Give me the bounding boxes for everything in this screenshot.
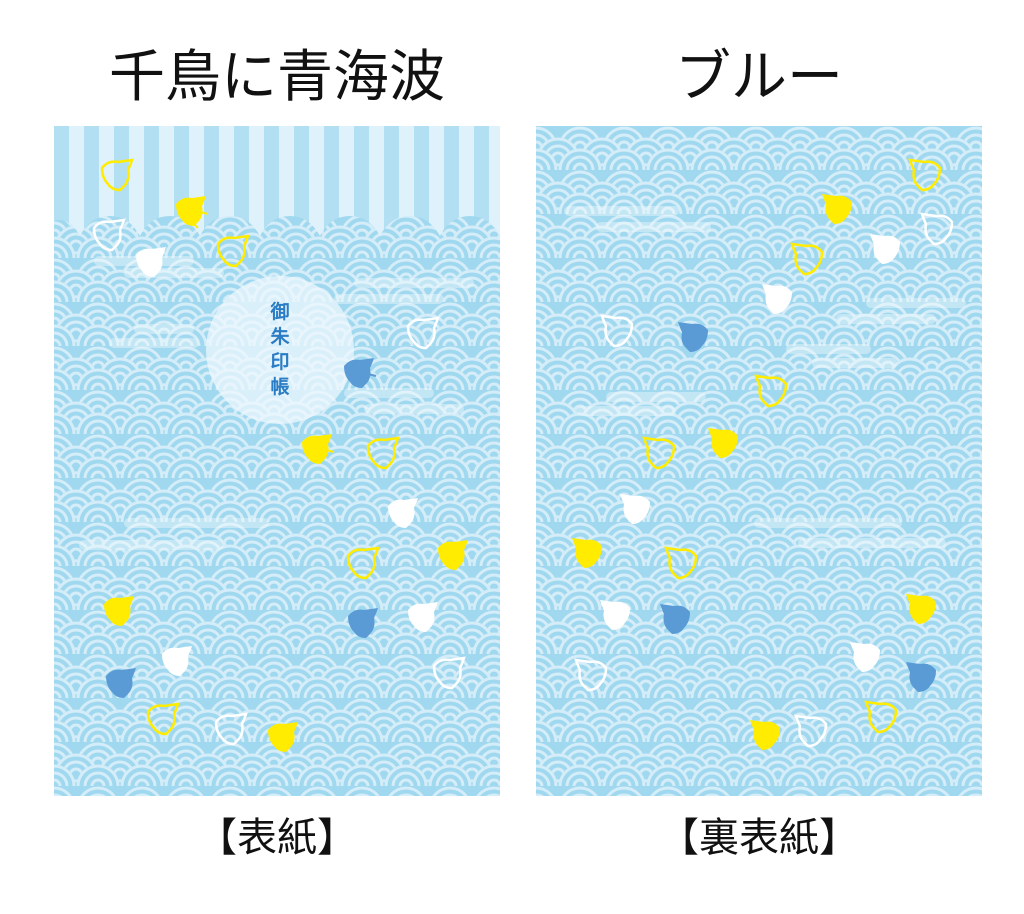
color-variant-title: ブルー — [675, 45, 843, 110]
cloud-band — [564, 206, 679, 216]
seigaiha-wave-pattern — [536, 126, 982, 796]
plover-bird-white-icon — [408, 602, 438, 632]
cloud-band — [109, 338, 199, 348]
plover-bird-white-outline-icon — [600, 314, 634, 348]
plover-bird-white-icon — [388, 498, 418, 528]
label-char: 朱 — [270, 326, 290, 348]
cloud-band — [798, 538, 946, 548]
cloud-band — [124, 268, 224, 278]
plover-bird-blue-icon — [348, 608, 378, 638]
cloud-band — [786, 344, 871, 354]
plover-bird-yellow-icon — [104, 596, 134, 626]
plover-bird-yellow-icon — [572, 538, 602, 568]
cloud-band — [606, 392, 706, 402]
plover-bird-yellow-outline-icon — [216, 234, 250, 268]
cloud-band — [596, 222, 711, 232]
label-char: 印 — [270, 351, 290, 373]
plover-bird-yellow-outline-icon — [754, 374, 788, 408]
cloud-band — [812, 358, 897, 368]
plover-bird-white-outline-icon — [574, 658, 608, 692]
plover-bird-yellow-outline-icon — [790, 242, 824, 276]
cloud-band — [334, 294, 444, 304]
plover-bird-yellow-icon — [906, 594, 936, 624]
label-char: 御 — [270, 301, 290, 323]
plover-bird-blue-icon — [106, 668, 136, 698]
plover-bird-yellow-outline-icon — [664, 546, 698, 580]
cloud-band — [354, 278, 474, 288]
plover-bird-yellow-icon — [438, 540, 468, 570]
plover-bird-white-outline-icon — [432, 656, 466, 690]
plover-bird-yellow-outline-icon — [864, 700, 898, 734]
plover-bird-yellow-icon — [176, 196, 209, 229]
cloud-band — [344, 388, 434, 398]
front-cover-caption: 【表紙】 — [197, 815, 357, 861]
plover-bird-white-icon — [600, 600, 630, 630]
plover-bird-yellow-icon — [750, 720, 780, 750]
cloud-band — [754, 518, 902, 528]
plover-bird-blue-icon — [906, 662, 936, 692]
plover-bird-yellow-outline-icon — [642, 436, 676, 470]
plover-bird-yellow-outline-icon — [146, 702, 180, 736]
cloud-band — [866, 298, 966, 308]
plover-bird-white-icon — [162, 646, 192, 676]
cloud-band — [134, 324, 194, 334]
title-moon-circle: 御 朱 印 帳 — [206, 276, 354, 424]
plover-bird-white-outline-icon — [794, 714, 828, 748]
plover-bird-white-outline-icon — [406, 316, 440, 350]
cloud-band — [79, 540, 224, 550]
plover-bird-white-icon — [850, 642, 880, 672]
goshuincho-label: 御 朱 印 帳 — [206, 300, 354, 400]
plover-bird-blue-icon — [678, 322, 708, 352]
plover-bird-white-outline-icon — [92, 218, 126, 252]
design-title: 千鳥に青海波 — [109, 45, 445, 110]
back-cover-caption: 【裏表紙】 — [659, 815, 859, 861]
label-char: 帳 — [270, 376, 290, 398]
plover-bird-yellow-outline-icon — [346, 546, 380, 580]
plover-bird-yellow-outline-icon — [366, 436, 400, 470]
plover-bird-yellow-outline-icon — [908, 158, 942, 192]
plover-bird-white-icon — [870, 234, 900, 264]
plover-bird-blue-icon — [344, 358, 377, 388]
plover-bird-white-icon — [136, 247, 166, 277]
plover-bird-yellow-icon — [302, 434, 335, 464]
plover-bird-white-outline-icon — [214, 712, 248, 746]
plover-bird-white-icon — [762, 284, 792, 314]
plover-bird-yellow-icon — [268, 722, 298, 752]
cloud-band — [836, 314, 936, 324]
plover-bird-white-icon — [620, 494, 650, 524]
front-cover-panel: 御 朱 印 帳 — [54, 126, 500, 796]
plover-bird-yellow-icon — [708, 428, 738, 458]
plover-bird-yellow-outline-icon — [100, 158, 134, 192]
cloud-band — [364, 404, 464, 414]
cloud-band — [576, 406, 676, 416]
cloud-band — [124, 518, 269, 528]
back-cover-panel — [536, 126, 982, 796]
plover-bird-yellow-icon — [822, 194, 852, 224]
plover-bird-blue-icon — [660, 604, 690, 634]
plover-bird-white-outline-icon — [920, 212, 954, 246]
